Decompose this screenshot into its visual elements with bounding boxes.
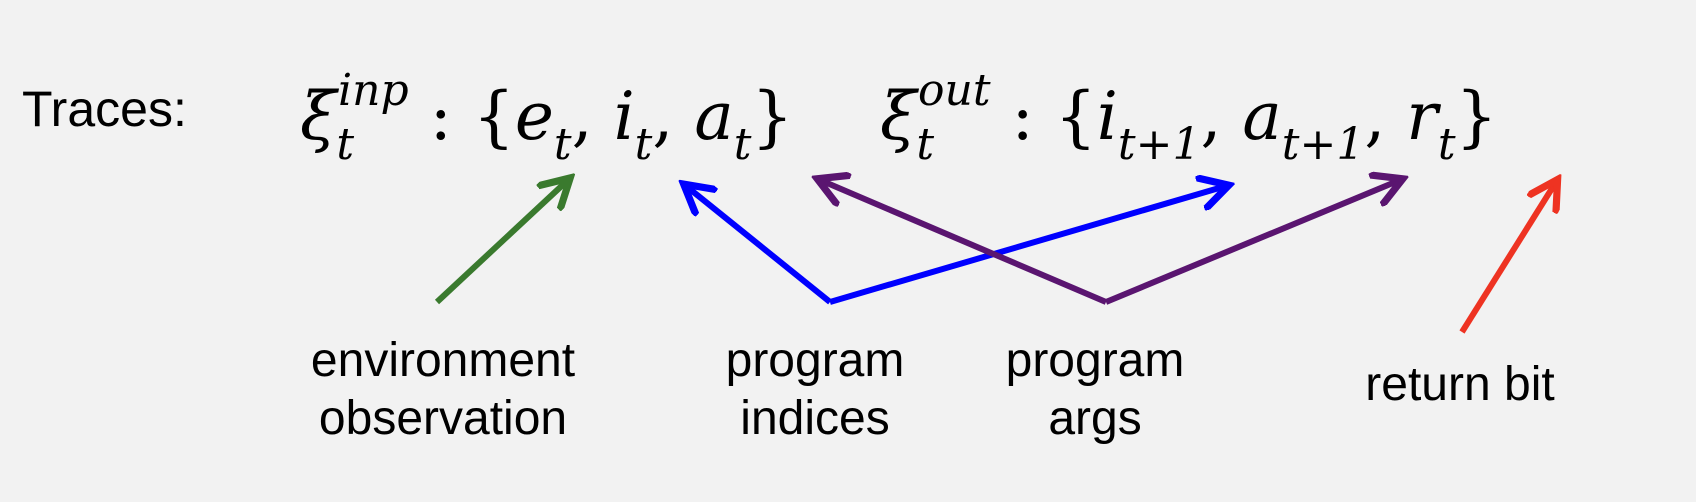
input-comma-2: , (652, 78, 674, 155)
environment-label-line2: observation (318, 392, 568, 445)
input-a-symbol: a (694, 78, 734, 155)
input-trace-formula: ξtinp : {et, it, at} (300, 69, 793, 167)
input-i-subscript: t (634, 119, 653, 170)
input-e-symbol: e (514, 78, 554, 155)
input-open-brace: { (472, 78, 515, 155)
input-xi-subscript: t (336, 119, 355, 170)
input-comma-1: , (571, 78, 593, 155)
traces-heading: Traces: (22, 81, 187, 137)
environment-arrow (434, 180, 568, 305)
input-a-subscript: t (733, 119, 752, 170)
output-r-subscript: t (1437, 119, 1456, 170)
return-bit-label: return bit (1365, 358, 1555, 411)
output-colon: : (1011, 78, 1034, 155)
input-xi-superscript: inp (338, 65, 409, 116)
output-a-subscript: t+1 (1281, 119, 1365, 170)
input-xi-symbol: ξ (300, 78, 337, 155)
output-a-symbol: a (1242, 78, 1282, 155)
output-r-symbol: r (1406, 78, 1438, 155)
environment-label-line1: environment (310, 334, 576, 387)
input-close-brace: } (751, 78, 794, 155)
output-xi-superscript: out (918, 65, 991, 116)
output-trace-formula: ξtout : {it+1, at+1, rt} (880, 69, 1498, 167)
output-i-symbol: i (1096, 78, 1118, 155)
input-e-subscript: t (553, 119, 572, 170)
output-i-subscript: t+1 (1117, 119, 1201, 170)
args-label-line2: args (1048, 392, 1142, 445)
args-label-line1: program (1005, 334, 1185, 387)
indices-arrow-to-output (829, 186, 1226, 305)
environment-observation-label: environment observation (258, 332, 628, 448)
output-xi-symbol: ξ (880, 78, 917, 155)
input-i-symbol: i (613, 78, 635, 155)
indices-arrow-to-input (686, 186, 832, 305)
output-comma-2: , (1364, 78, 1386, 155)
output-open-brace: { (1054, 78, 1097, 155)
indices-label-line1: program (725, 334, 905, 387)
args-arrow-to-input (820, 180, 1108, 305)
output-comma-1: , (1200, 78, 1222, 155)
program-args-label: program args (960, 332, 1230, 448)
output-close-brace: } (1455, 78, 1498, 155)
program-indices-label: program indices (680, 332, 950, 448)
indices-label-line2: indices (740, 392, 890, 445)
input-colon: : (429, 78, 452, 155)
args-arrow-to-output (1104, 180, 1400, 305)
output-xi-subscript: t (916, 119, 935, 170)
return-bit-arrow (1459, 182, 1556, 334)
